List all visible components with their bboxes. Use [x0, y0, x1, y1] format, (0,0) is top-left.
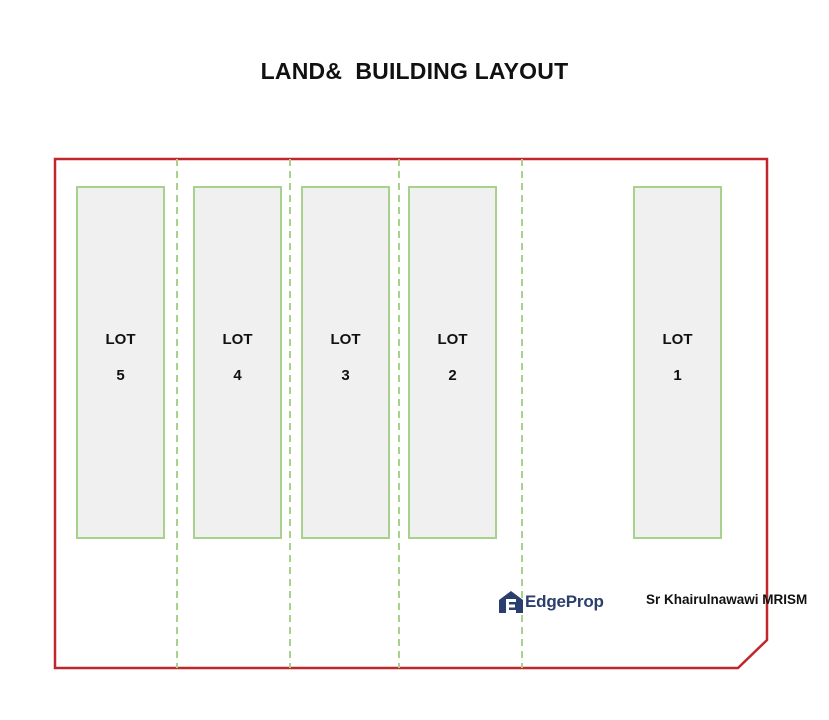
page-title: LAND& BUILDING LAYOUT: [260, 58, 569, 84]
lot-label: LOT: [105, 331, 136, 348]
lot-number: 3: [341, 367, 350, 384]
lot-1-building: LOT 1: [633, 186, 722, 539]
lot-number: 2: [448, 367, 457, 384]
lot-number: 5: [116, 367, 125, 384]
edgeprop-watermark: EdgeProp: [498, 589, 604, 615]
lot-2-building: LOT 2: [408, 186, 497, 539]
land-boundary: [53, 157, 769, 670]
lot-3-building: LOT 3: [301, 186, 390, 539]
lot-5-building: LOT 5: [76, 186, 165, 539]
surveyor-credit: Sr Khairulnawawi MRISM: [646, 592, 808, 607]
lot-label: LOT: [437, 331, 468, 348]
brand-name: EdgeProp: [525, 592, 604, 611]
house-e-logo-icon: [499, 591, 523, 613]
lot-number: 1: [673, 367, 682, 384]
lot-label: LOT: [330, 331, 361, 348]
lot-4-building: LOT 4: [193, 186, 282, 539]
lot-label: LOT: [662, 331, 693, 348]
lot-number: 4: [233, 367, 242, 384]
lot-label: LOT: [222, 331, 253, 348]
